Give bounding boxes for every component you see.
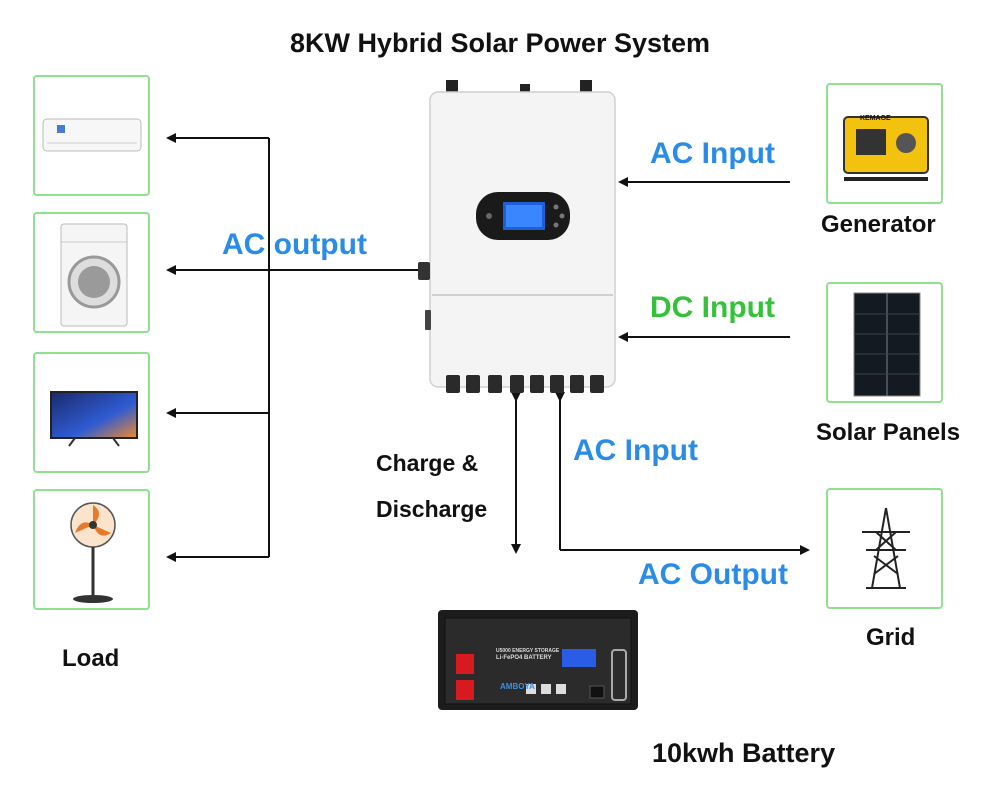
load-card-air-conditioner (33, 75, 150, 196)
solar-panels-card (826, 282, 943, 403)
load-card-washing-machine (33, 212, 150, 333)
load-card-television (33, 352, 150, 473)
label-ac-input-grid: AC Input (573, 434, 698, 467)
battery-panel-text-2: Li-FePO4 BATTERY (496, 655, 552, 661)
fan-icon (70, 502, 116, 603)
label-solar-panels: Solar Panels (816, 419, 961, 446)
air-conditioner-icon (42, 118, 142, 152)
washing-machine-icon (60, 223, 128, 327)
label-battery: 10kwh Battery (652, 738, 836, 768)
label-charge: Charge & (376, 450, 479, 476)
label-ac-output-load: AC output (222, 228, 367, 261)
battery-panel-text-1: U5000 ENERGY STORAGE (496, 648, 560, 654)
label-ac-input-generator: AC Input (650, 137, 775, 170)
label-generator: Generator (821, 211, 936, 238)
generator-icon (843, 116, 929, 181)
generator-brand-logo: KEMAGE (860, 115, 891, 122)
label-discharge: Discharge (376, 496, 488, 522)
solar-panel-icon (853, 292, 921, 397)
load-card-fan (33, 489, 150, 610)
label-load: Load (62, 645, 120, 672)
label-grid: Grid (866, 624, 916, 651)
diagram-title: 8KW Hybrid Solar Power System (289, 28, 711, 58)
label-dc-input-solar: DC Input (650, 291, 775, 324)
grid-card (826, 488, 943, 609)
generator-card (826, 83, 943, 204)
label-ac-output-grid: AC Output (638, 558, 788, 591)
battery-brand-logo: AMBOYA (500, 682, 535, 691)
transmission-tower-icon (862, 507, 910, 589)
television-icon (50, 391, 138, 447)
